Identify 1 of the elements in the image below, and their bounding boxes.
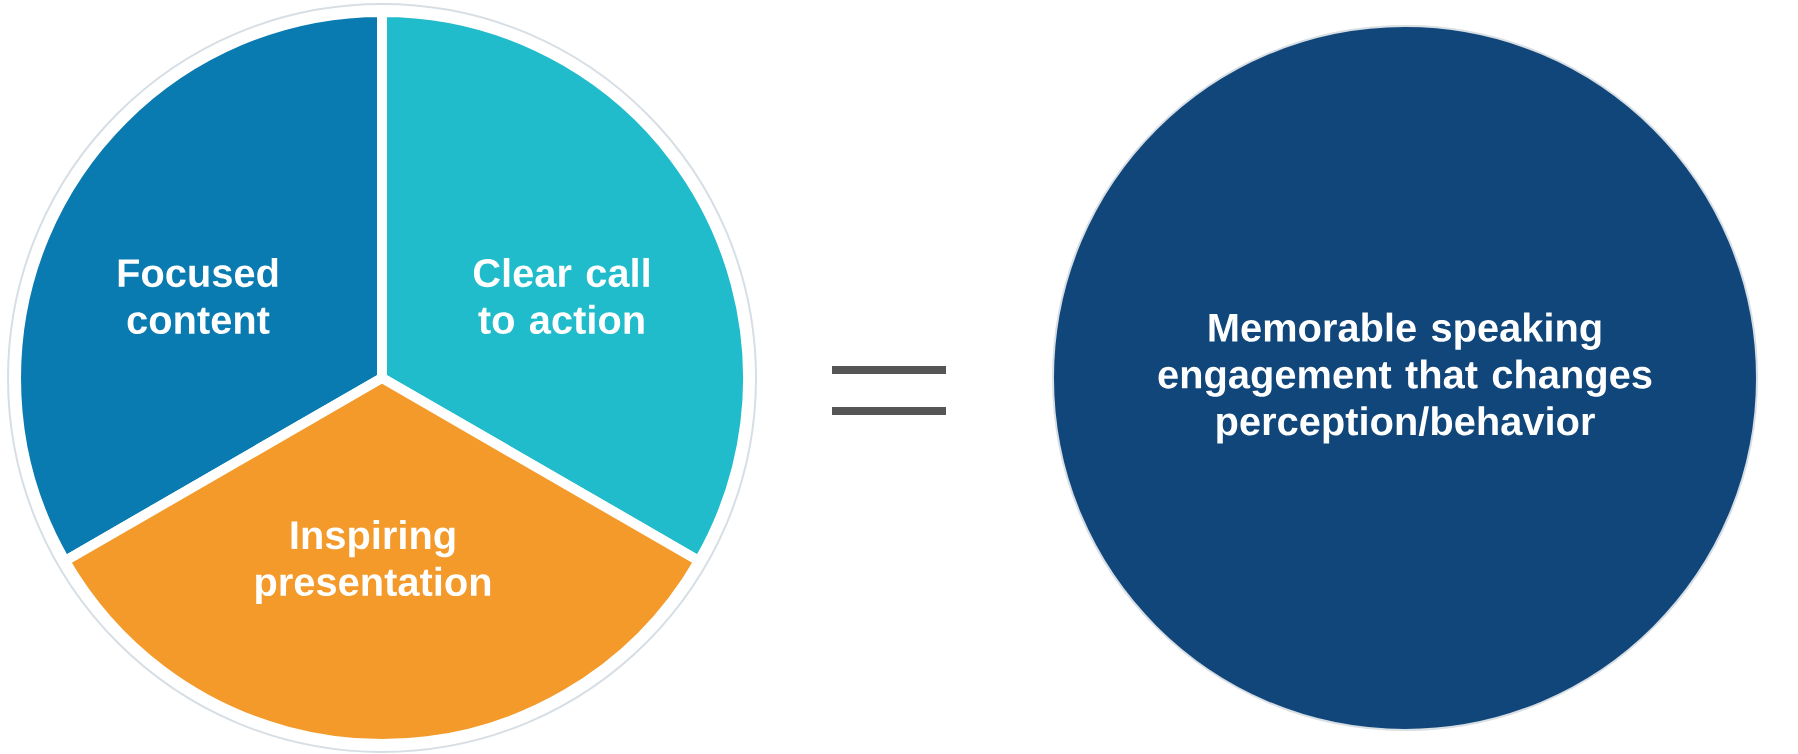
pie-segment: Inspiring presentation	[60, 373, 704, 750]
